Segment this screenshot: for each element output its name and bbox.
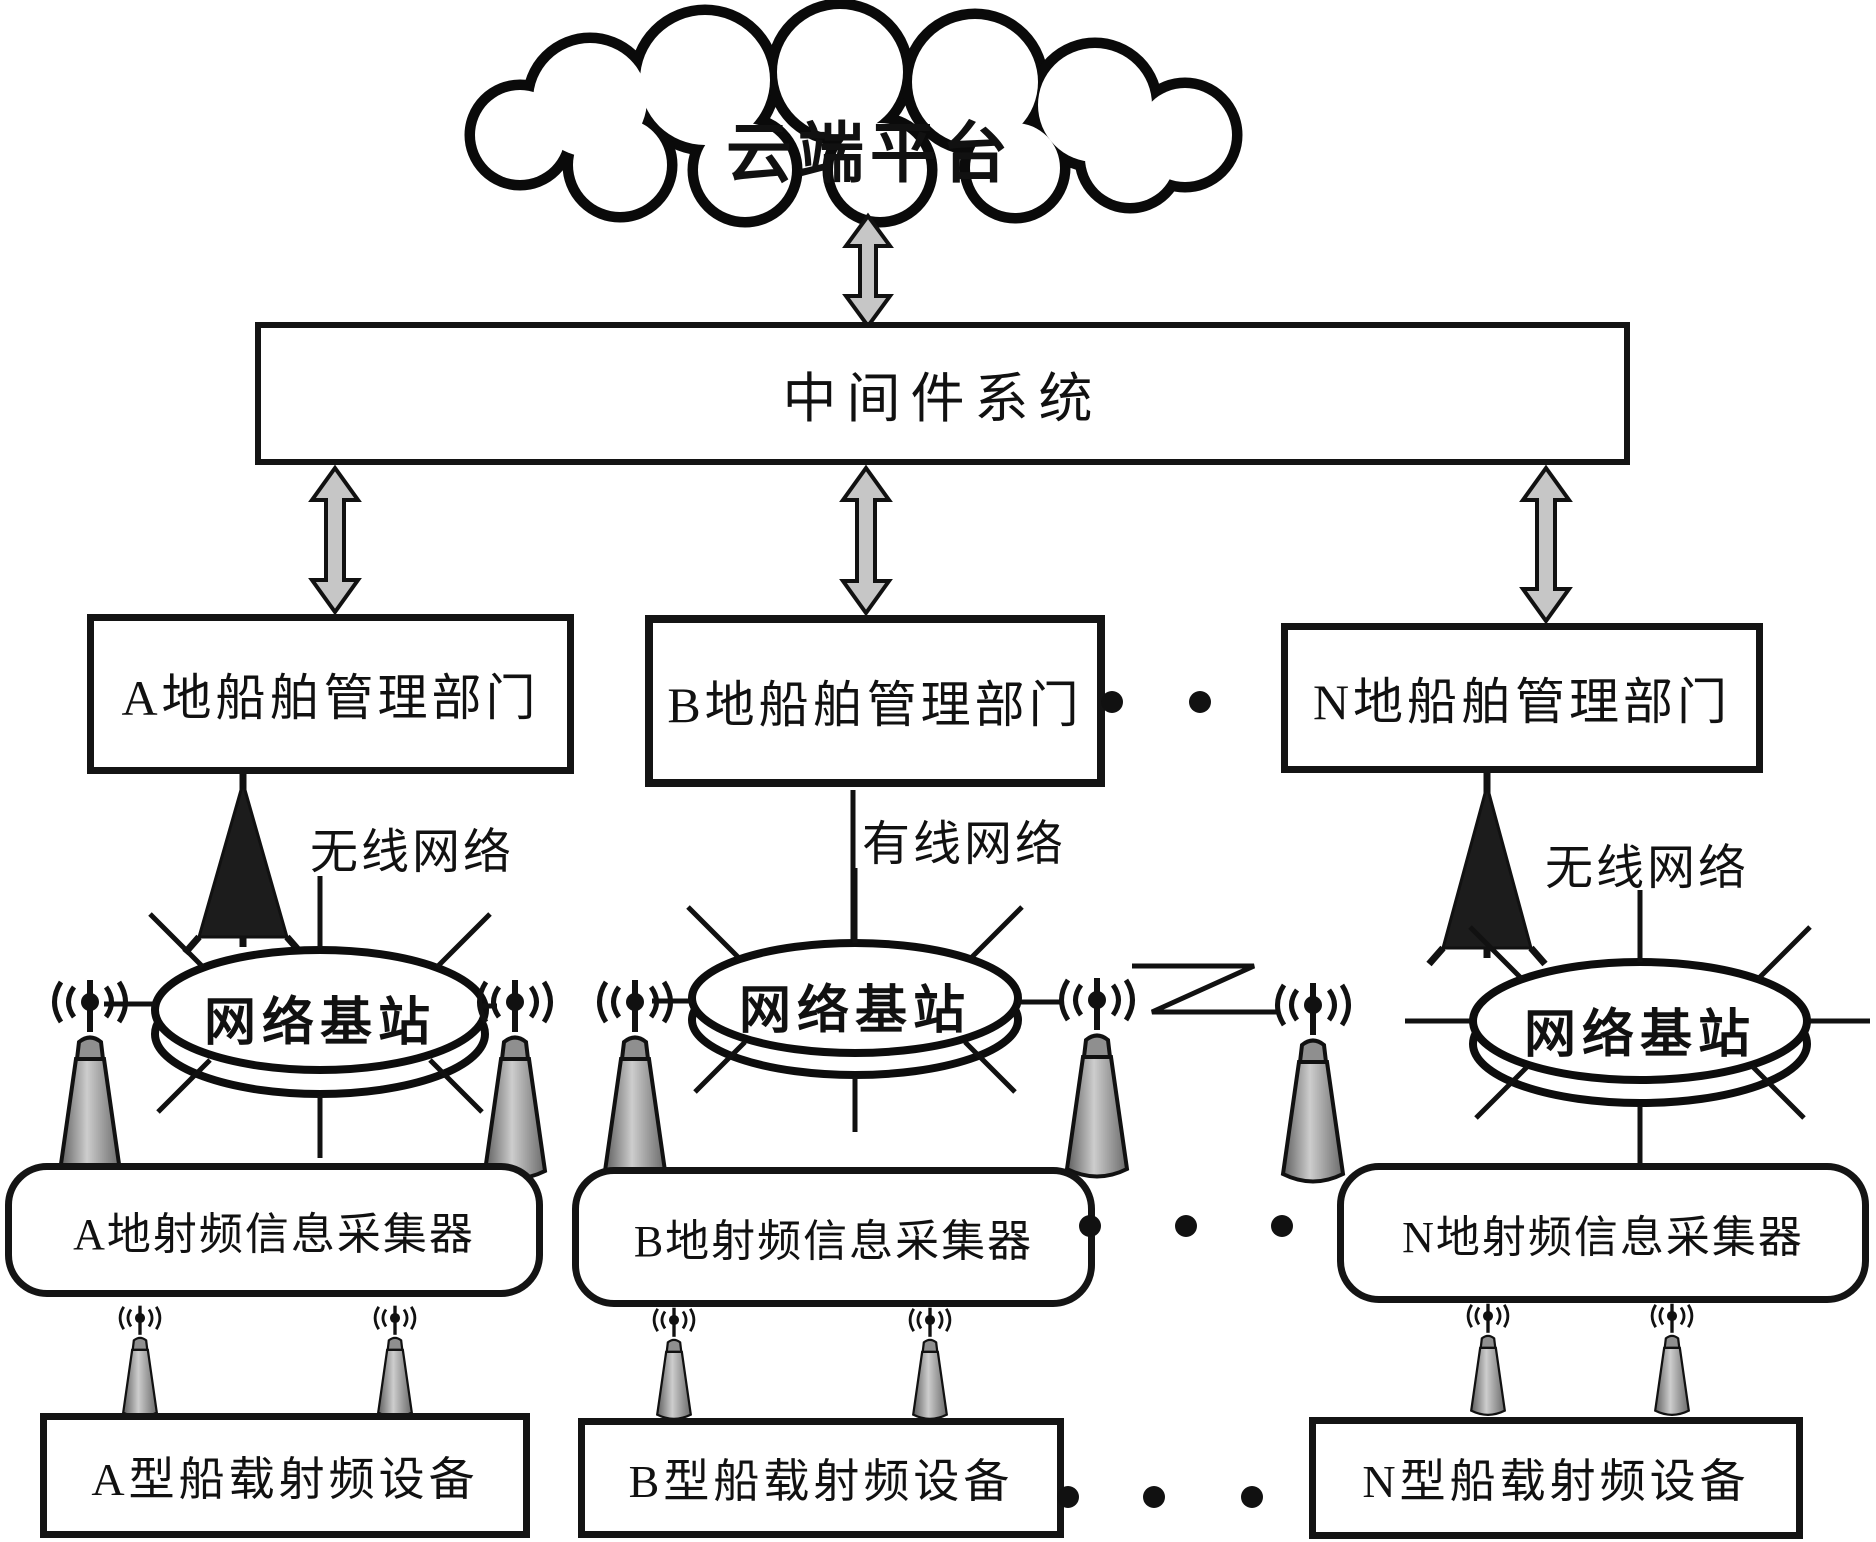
wired-network-label: 有线网络 [862, 818, 1067, 871]
collector-a-label: A地射频信息采集器 [73, 1210, 475, 1259]
base-station-spokes [148, 876, 492, 1158]
dept-n-label: N地船舶管理部门 [1312, 674, 1732, 730]
collector-n-box: N地射频信息采集器 [1337, 1163, 1869, 1303]
antenna-icon [908, 1306, 952, 1421]
dept-b-label: B地船舶管理部门 [667, 677, 1083, 733]
middleware-to-dept-a-arrow [308, 464, 362, 616]
base-station-label: 网络基站 [203, 995, 436, 1052]
collector-b-label: B地射频信息采集器 [633, 1217, 1034, 1266]
base-station-disc [688, 939, 1022, 1079]
antenna-icon [652, 1306, 696, 1421]
antenna-icon [55, 980, 126, 1179]
device-b-label: B型船载射频设备 [628, 1456, 1014, 1507]
middleware-label: 中间件系统 [782, 369, 1103, 429]
zigzag-line [1132, 963, 1280, 1015]
antenna-icon [1278, 983, 1349, 1182]
device-a-label: A型船载射频设备 [91, 1453, 479, 1505]
antenna-icon [373, 1304, 417, 1419]
dept-a-box: A地船舶管理部门 [87, 614, 574, 774]
base-station-spokes [1405, 890, 1870, 1168]
wireless-network-label-left: 无线网络 [310, 826, 515, 879]
dept-a-label: A地船舶管理部门 [121, 670, 540, 726]
collector-n-label: N地射频信息采集器 [1402, 1213, 1804, 1262]
antenna-icon [1466, 1302, 1510, 1417]
radio-tower-icon [182, 774, 304, 956]
middleware-box: 中间件系统 [255, 322, 1630, 465]
cloud-to-middleware-arrow [842, 212, 894, 330]
base-station-disc [1469, 958, 1811, 1107]
antenna-icon [1650, 1302, 1694, 1417]
dept-b-box: B地船舶管理部门 [645, 615, 1105, 787]
device-b-box: B型船载射频设备 [578, 1418, 1064, 1538]
antenna-icon [480, 980, 551, 1179]
wireless-network-label-right: 无线网络 [1545, 842, 1750, 895]
dept-n-box: N地船舶管理部门 [1281, 623, 1763, 773]
cloud-label: 云端平台 [726, 118, 1014, 191]
base-station-spokes [686, 868, 1024, 1132]
antenna-icon [1062, 978, 1133, 1177]
collector-b-box: B地射频信息采集器 [572, 1167, 1095, 1307]
device-n-box: N型船载射频设备 [1309, 1417, 1803, 1539]
antenna-icon [118, 1304, 162, 1419]
middleware-to-dept-b-arrow [839, 464, 893, 617]
device-a-box: A型船载射频设备 [40, 1413, 530, 1538]
radio-tower-icon [1426, 773, 1548, 967]
middleware-to-dept-n-arrow [1519, 464, 1573, 625]
base-station-label: 网络基站 [1523, 1007, 1756, 1064]
base-station-label: 网络基站 [738, 983, 971, 1040]
antenna-icon [600, 980, 671, 1179]
device-n-label: N型船载射频设备 [1362, 1456, 1750, 1507]
collector-a-box: A地射频信息采集器 [5, 1163, 543, 1297]
base-station-disc [151, 946, 489, 1098]
cloud-shape [464, 0, 1243, 228]
